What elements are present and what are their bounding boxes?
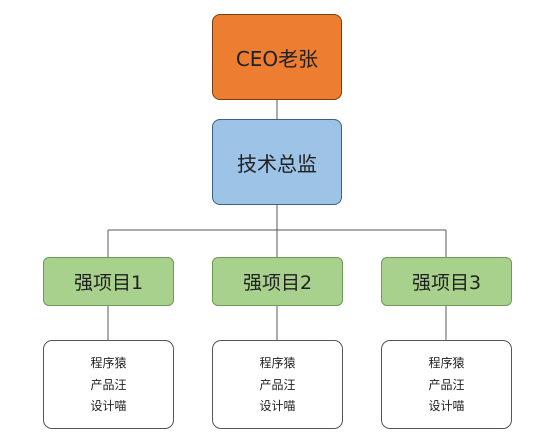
project-node-2: 强项目2 bbox=[212, 257, 343, 306]
team-node-2: 程序猿 产品汪 设计喵 bbox=[212, 340, 343, 429]
ceo-label: CEO老张 bbox=[235, 46, 319, 71]
tech-director-node: 技术总监 bbox=[212, 119, 342, 205]
team-member-designer: 设计喵 bbox=[90, 399, 127, 414]
team-member-programmer: 程序猿 bbox=[428, 355, 465, 370]
project-node-1: 强项目1 bbox=[43, 257, 174, 306]
team-member-designer: 设计喵 bbox=[259, 399, 296, 414]
ceo-node: CEO老张 bbox=[212, 14, 342, 100]
tech-director-label: 技术总监 bbox=[237, 151, 317, 176]
team-member-product: 产品汪 bbox=[428, 377, 465, 392]
team-member-designer: 设计喵 bbox=[428, 399, 465, 414]
team-member-product: 产品汪 bbox=[90, 377, 127, 392]
team-member-programmer: 程序猿 bbox=[259, 355, 296, 370]
project-label-1: 强项目1 bbox=[73, 272, 144, 294]
team-member-programmer: 程序猿 bbox=[90, 355, 127, 370]
team-node-3: 程序猿 产品汪 设计喵 bbox=[381, 340, 512, 429]
project-label-3: 强项目3 bbox=[411, 272, 482, 294]
team-node-1: 程序猿 产品汪 设计喵 bbox=[43, 340, 174, 429]
project-node-3: 强项目3 bbox=[381, 257, 512, 306]
project-label-2: 强项目2 bbox=[242, 272, 313, 294]
team-member-product: 产品汪 bbox=[259, 377, 296, 392]
